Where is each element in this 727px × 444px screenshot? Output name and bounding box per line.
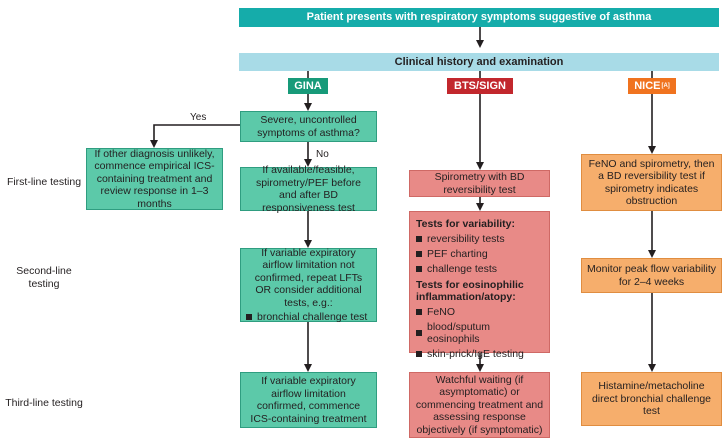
bullet-icon [416,266,422,272]
row-label-third-line: Third-line testing [5,397,83,409]
gina-yes-box: If other diagnosis unlikely, commence em… [86,148,223,210]
eosinophilic-heading: Tests for eosinophilic inflammation/atop… [416,279,524,303]
list-item: PEF charting [416,248,543,260]
row-label-second-line: Second-line testing [16,265,72,290]
gina-tag: GINA [288,78,328,94]
nice-tag: NICE[A] [628,78,676,94]
bts-first-line-box: Spirometry with BD reversibility test [409,170,550,197]
gina-first-line-box: If available/feasible, spirometry/PEF be… [240,164,377,214]
list-item: reversibility tests [416,233,543,245]
row-label-first-line: First-line testing [6,176,82,188]
list-item: challenge tests [416,263,543,275]
yes-label: Yes [190,112,207,123]
patient-presents-box: Patient presents with respiratory sympto… [239,8,719,27]
arrow-yes [150,124,240,148]
nice-reference: [A] [661,83,670,89]
bts-second-line-box: Tests for variability: reversibility tes… [409,211,550,360]
bullet-icon [416,236,422,242]
list-item: blood/sputum eosinophils [416,321,543,345]
nice-second-line-box: Monitor peak flow variability for 2–4 we… [581,258,722,293]
gina-third-line-box: If variable expiratory airflow limitatio… [240,372,377,428]
no-label: No [316,149,329,160]
bullet-icon [416,351,422,357]
gina-question-box: Severe, uncontrolled symptoms of asthma? [240,111,377,142]
bullet-icon [416,309,422,315]
clinical-history-box: Clinical history and examination [239,53,719,71]
bullet-icon [246,314,252,321]
nice-first-line-box: FeNO and spirometry, then a BD reversibi… [581,154,722,211]
bts-third-line-box: Watchful waiting (if asymptomatic) or co… [409,372,550,438]
bullet-icon [416,330,422,336]
variability-heading: Tests for variability: [416,218,516,230]
list-item: FeNO [416,306,543,318]
bullet-icon [416,251,422,257]
bts-sign-tag: BTS/SIGN [447,78,513,94]
gina-second-line-box: If variable expiratory airflow limitatio… [240,247,377,323]
list-item: skin-prick/IgE testing [416,348,543,360]
nice-third-line-box: Histamine/metacholine direct bronchial c… [581,372,722,426]
gina-second-line-item: bronchial challenge test [246,311,367,323]
